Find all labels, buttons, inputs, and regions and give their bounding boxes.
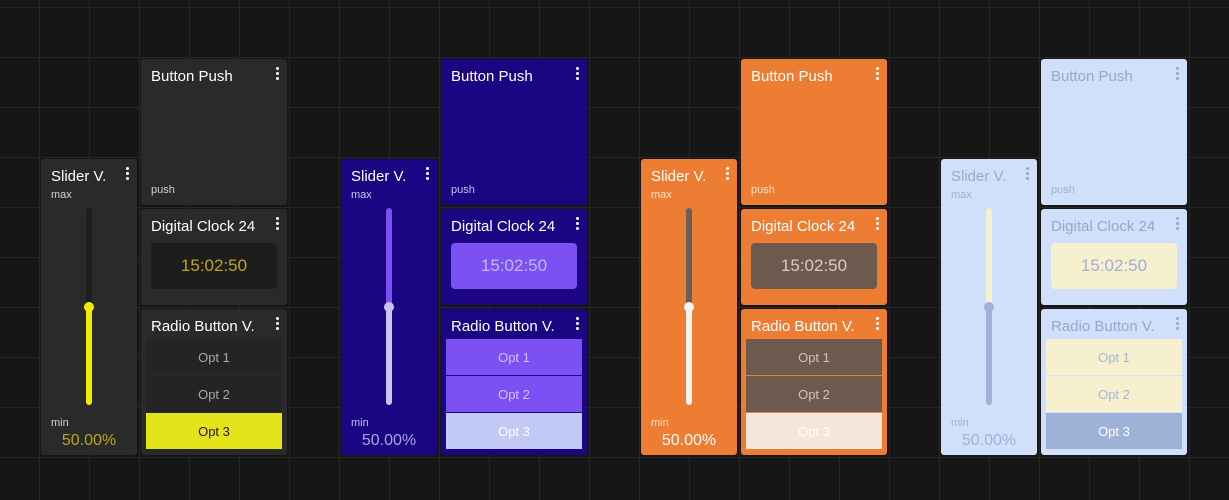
slider-min-label: min — [51, 417, 69, 429]
clock-time: 15:02:50 — [451, 243, 577, 289]
slider-value: 50.00% — [961, 432, 1017, 449]
radio-title: Radio Button V. — [1051, 318, 1155, 335]
button-push-widget[interactable]: Button Push push — [1041, 59, 1187, 205]
slider-value: 50.00% — [61, 432, 117, 449]
more-options-icon[interactable] — [126, 167, 129, 180]
slider-title: Slider V. — [651, 168, 707, 185]
radio-title: Radio Button V. — [151, 318, 255, 335]
slider-widget: Slider V. max min 50.00% — [941, 159, 1037, 455]
radio-option-2[interactable]: Opt 2 — [446, 376, 582, 412]
button-label: push — [451, 184, 475, 196]
more-options-icon[interactable] — [426, 167, 429, 180]
slider-thumb[interactable] — [84, 301, 94, 312]
more-options-icon[interactable] — [876, 317, 879, 330]
radio-option-1[interactable]: Opt 1 — [146, 339, 282, 375]
radio-option-2[interactable]: Opt 2 — [746, 376, 882, 412]
more-options-icon[interactable] — [276, 67, 279, 80]
clock-title: Digital Clock 24 — [1051, 218, 1156, 235]
radio-option-2[interactable]: Opt 2 — [146, 376, 282, 412]
button-title: Button Push — [151, 68, 233, 85]
radio-option-3[interactable]: Opt 3 — [746, 413, 882, 449]
radio-option-1[interactable]: Opt 1 — [1046, 339, 1182, 375]
slider-thumb[interactable] — [684, 301, 694, 312]
digital-clock-widget: Digital Clock 24 15:02:50 — [441, 209, 587, 305]
more-options-icon[interactable] — [1176, 67, 1179, 80]
clock-title: Digital Clock 24 — [451, 218, 556, 235]
slider-min-label: min — [351, 417, 369, 429]
digital-clock-widget: Digital Clock 24 15:02:50 — [1041, 209, 1187, 305]
clock-title: Digital Clock 24 — [751, 218, 856, 235]
slider-max-label: max — [51, 189, 72, 201]
slider-min-label: min — [951, 417, 969, 429]
clock-title: Digital Clock 24 — [151, 218, 256, 235]
more-options-icon[interactable] — [576, 217, 579, 230]
slider-thumb[interactable] — [384, 301, 394, 312]
slider-fill — [386, 306, 392, 405]
digital-clock-widget: Digital Clock 24 15:02:50 — [741, 209, 887, 305]
slider-widget: Slider V. max min 50.00% — [341, 159, 437, 455]
slider-fill — [986, 306, 992, 405]
radio-option-1[interactable]: Opt 1 — [746, 339, 882, 375]
radio-option-3[interactable]: Opt 3 — [446, 413, 582, 449]
more-options-icon[interactable] — [576, 317, 579, 330]
button-label: push — [151, 184, 175, 196]
button-title: Button Push — [451, 68, 533, 85]
button-label: push — [1051, 184, 1075, 196]
slider-max-label: max — [351, 189, 372, 201]
clock-time: 15:02:50 — [151, 243, 277, 289]
slider-fill — [686, 306, 692, 405]
more-options-icon[interactable] — [276, 317, 279, 330]
radio-title: Radio Button V. — [751, 318, 855, 335]
slider-track[interactable] — [684, 208, 694, 405]
slider-title: Slider V. — [351, 168, 407, 185]
slider-value: 50.00% — [661, 432, 717, 449]
slider-thumb[interactable] — [984, 301, 994, 312]
radio-option-1[interactable]: Opt 1 — [446, 339, 582, 375]
clock-time: 15:02:50 — [1051, 243, 1177, 289]
radio-option-2[interactable]: Opt 2 — [1046, 376, 1182, 412]
button-title: Button Push — [1051, 68, 1133, 85]
more-options-icon[interactable] — [726, 167, 729, 180]
button-push-widget[interactable]: Button Push push — [441, 59, 587, 205]
slider-fill — [86, 306, 92, 405]
slider-value: 50.00% — [361, 432, 417, 449]
slider-widget: Slider V. max min 50.00% — [41, 159, 137, 455]
more-options-icon[interactable] — [276, 217, 279, 230]
slider-track[interactable] — [384, 208, 394, 405]
button-push-widget[interactable]: Button Push push — [141, 59, 287, 205]
slider-max-label: max — [651, 189, 672, 201]
slider-title: Slider V. — [51, 168, 107, 185]
more-options-icon[interactable] — [1176, 317, 1179, 330]
slider-track[interactable] — [984, 208, 994, 405]
button-label: push — [751, 184, 775, 196]
more-options-icon[interactable] — [876, 217, 879, 230]
clock-time: 15:02:50 — [751, 243, 877, 289]
digital-clock-widget: Digital Clock 24 15:02:50 — [141, 209, 287, 305]
more-options-icon[interactable] — [1176, 217, 1179, 230]
radio-option-3[interactable]: Opt 3 — [1046, 413, 1182, 449]
more-options-icon[interactable] — [876, 67, 879, 80]
slider-max-label: max — [951, 189, 972, 201]
radio-title: Radio Button V. — [451, 318, 555, 335]
more-options-icon[interactable] — [576, 67, 579, 80]
button-title: Button Push — [751, 68, 833, 85]
slider-title: Slider V. — [951, 168, 1007, 185]
slider-min-label: min — [651, 417, 669, 429]
radio-option-3[interactable]: Opt 3 — [146, 413, 282, 449]
button-push-widget[interactable]: Button Push push — [741, 59, 887, 205]
slider-track[interactable] — [84, 208, 94, 405]
slider-widget: Slider V. max min 50.00% — [641, 159, 737, 455]
more-options-icon[interactable] — [1026, 167, 1029, 180]
